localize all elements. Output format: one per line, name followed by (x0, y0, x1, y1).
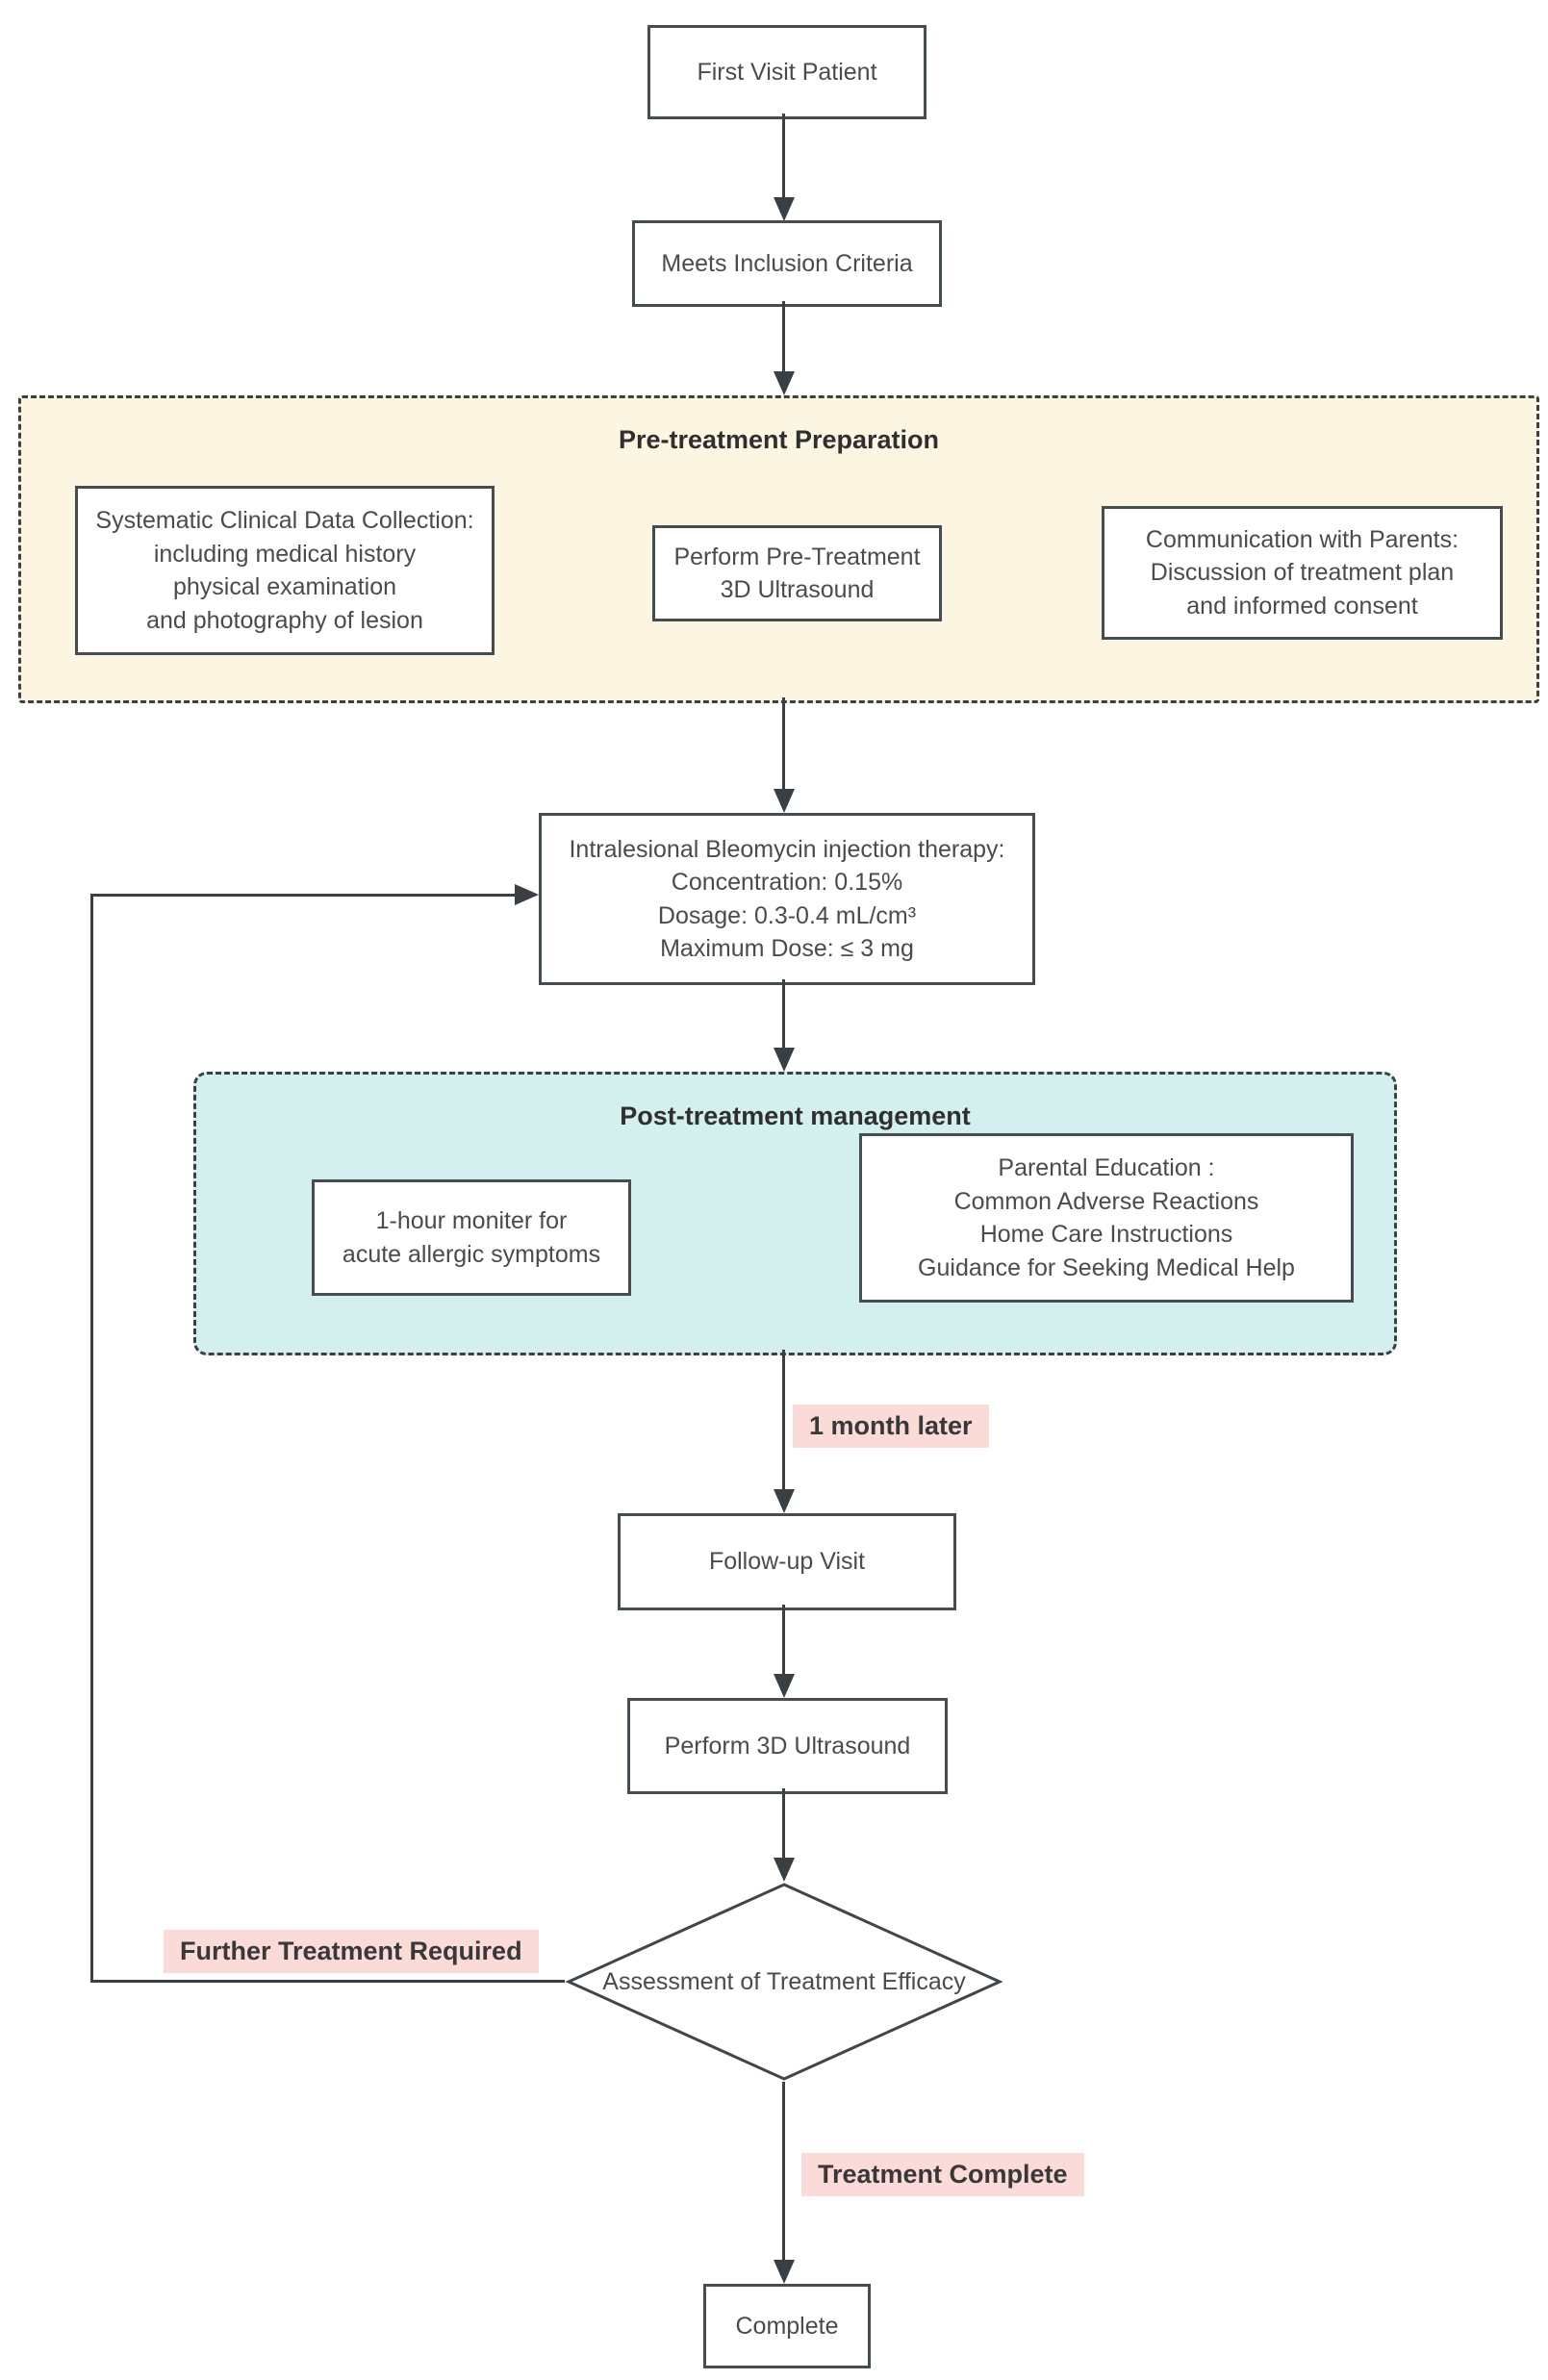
arrow-posttreatment-to-followup-head (774, 1489, 795, 1513)
treatment-complete-label: Treatment Complete (801, 2153, 1084, 2196)
arrow-first-to-meets-line (782, 114, 785, 198)
systematic-line-1: Systematic Clinical Data Collection: (95, 507, 474, 534)
monitor-line-2: acute allergic symptoms (342, 1240, 601, 1268)
perform-3d-ultrasound-label: Perform 3D Ultrasound (664, 1732, 911, 1760)
meets-inclusion-criteria-box: Meets Inclusion Criteria (632, 220, 942, 307)
arrow-pretreatment-to-injection-line (782, 697, 785, 789)
injection-line-3: Dosage: 0.3-0.4 mL/cm³ (657, 901, 917, 929)
pre-ultrasound-line-1: Perform Pre-Treatment (673, 543, 921, 570)
follow-up-visit-label: Follow-up Visit (708, 1548, 866, 1576)
arrow-injection-to-posttreatment-head (774, 1048, 795, 1072)
follow-up-visit-box: Follow-up Visit (618, 1513, 956, 1610)
injection-line-4: Maximum Dose: ≤ 3 mg (660, 935, 914, 962)
arrow-followup-to-ultrasound-head (774, 1674, 795, 1698)
parental-line-4: Guidance for Seeking Medical Help (918, 1253, 1295, 1281)
systematic-line-2: including medical history (153, 540, 417, 568)
arrow-assessment-to-complete-head (774, 2260, 795, 2284)
further-treatment-required-label: Further Treatment Required (164, 1930, 539, 1973)
one-month-later-label: 1 month later (793, 1405, 989, 1448)
first-visit-patient-box: First Visit Patient (647, 25, 926, 119)
parental-education-box: Parental Education : Common Adverse Reac… (859, 1133, 1354, 1303)
arrow-meets-to-pretreatment-line (782, 301, 785, 371)
communication-line-2: Discussion of treatment plan (1150, 559, 1455, 587)
arrow-first-to-meets-head (774, 197, 795, 221)
first-visit-patient-label: First Visit Patient (697, 58, 877, 86)
meets-inclusion-criteria-label: Meets Inclusion Criteria (661, 249, 913, 277)
post-treatment-management-title: Post-treatment management (620, 1101, 971, 1130)
arrow-ultrasound-to-assessment-line (782, 1788, 785, 1858)
loop-top-line (90, 894, 515, 897)
assessment-diamond-shape (565, 1883, 1003, 2081)
injection-line-2: Concentration: 0.15% (671, 869, 903, 896)
pre-treatment-ultrasound-box: Perform Pre-Treatment 3D Ultrasound (652, 525, 942, 621)
one-hour-monitor-box: 1-hour moniter for acute allergic sympto… (312, 1179, 631, 1296)
perform-3d-ultrasound-box: Perform 3D Ultrasound (627, 1698, 948, 1794)
assessment-label: Assessment of Treatment Efficacy (602, 1967, 966, 1995)
pre-treatment-preparation-title: Pre-treatment Preparation (618, 425, 940, 454)
injection-line-1: Intralesional Bleomycin injection therap… (569, 835, 1005, 863)
parental-line-3: Home Care Instructions (979, 1221, 1233, 1248)
arrow-followup-to-ultrasound-line (782, 1605, 785, 1674)
systematic-data-collection-box: Systematic Clinical Data Collection: inc… (75, 486, 495, 655)
arrow-meets-to-pretreatment-head (774, 371, 795, 395)
pre-ultrasound-line-2: 3D Ultrasound (720, 576, 875, 603)
arrow-assessment-to-complete-line (782, 2082, 785, 2260)
arrow-posttreatment-to-followup-line (782, 1350, 785, 1489)
loop-vertical-line (90, 894, 93, 1983)
complete-box: Complete (703, 2284, 871, 2368)
arrow-injection-to-posttreatment-line (782, 979, 785, 1048)
communication-line-3: and informed consent (1186, 592, 1418, 620)
communication-with-parents-box: Communication with Parents: Discussion o… (1102, 506, 1503, 640)
parental-line-1: Parental Education : (998, 1154, 1215, 1181)
communication-line-1: Communication with Parents: (1145, 525, 1459, 553)
arrow-pretreatment-to-injection-head (774, 789, 795, 813)
parental-line-2: Common Adverse Reactions (953, 1187, 1259, 1215)
systematic-line-4: and photography of lesion (146, 606, 423, 634)
loop-arrowhead-to-injection (515, 884, 539, 905)
monitor-line-1: 1-hour moniter for (375, 1207, 568, 1234)
loop-bottom-line (90, 1980, 565, 1983)
assessment-decision-diamond: Assessment of Treatment Efficacy (565, 1882, 1003, 2082)
bleomycin-injection-box: Intralesional Bleomycin injection therap… (539, 813, 1035, 985)
arrow-ultrasound-to-assessment-head (774, 1858, 795, 1882)
systematic-line-3: physical examination (172, 573, 397, 600)
complete-label: Complete (735, 2312, 839, 2340)
